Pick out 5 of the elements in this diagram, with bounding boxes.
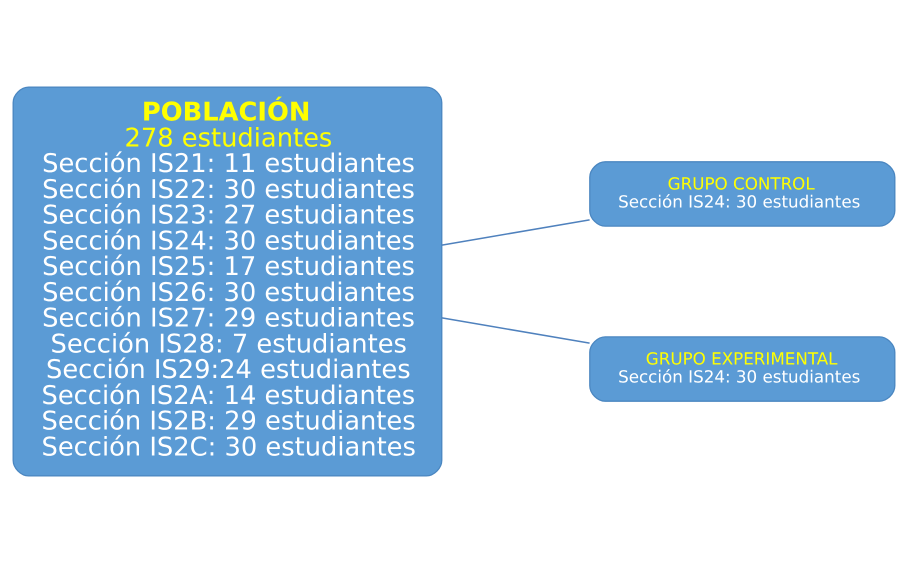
- connector: [442, 219, 590, 246]
- node-box: GRUPO EXPERIMENTAL Sección IS24: 30 estudiantes: [589, 336, 896, 402]
- connector: [442, 317, 590, 344]
- node-box: POBLACIÓN 278 estudiantes Sección IS21: 11 estudiantes Sección IS22: 30 estudiantes Sección IS23: 27 estudiantes Sección IS24: 30 estudiantes Sección IS25: 17 estudiantes Sección IS26: 30 estudiantes Sección IS27: 29 estudiantes Sección IS28: 7 estudiantes Sección IS29:24 estudiantes Sección IS2A: 14 estudiantes Sección IS2B: 29 estudiantes Sección IS2C: 30 estudiantes: [12, 86, 442, 476]
- node-box: GRUPO CONTROL Sección IS24: 30 estudiantes: [589, 161, 896, 227]
